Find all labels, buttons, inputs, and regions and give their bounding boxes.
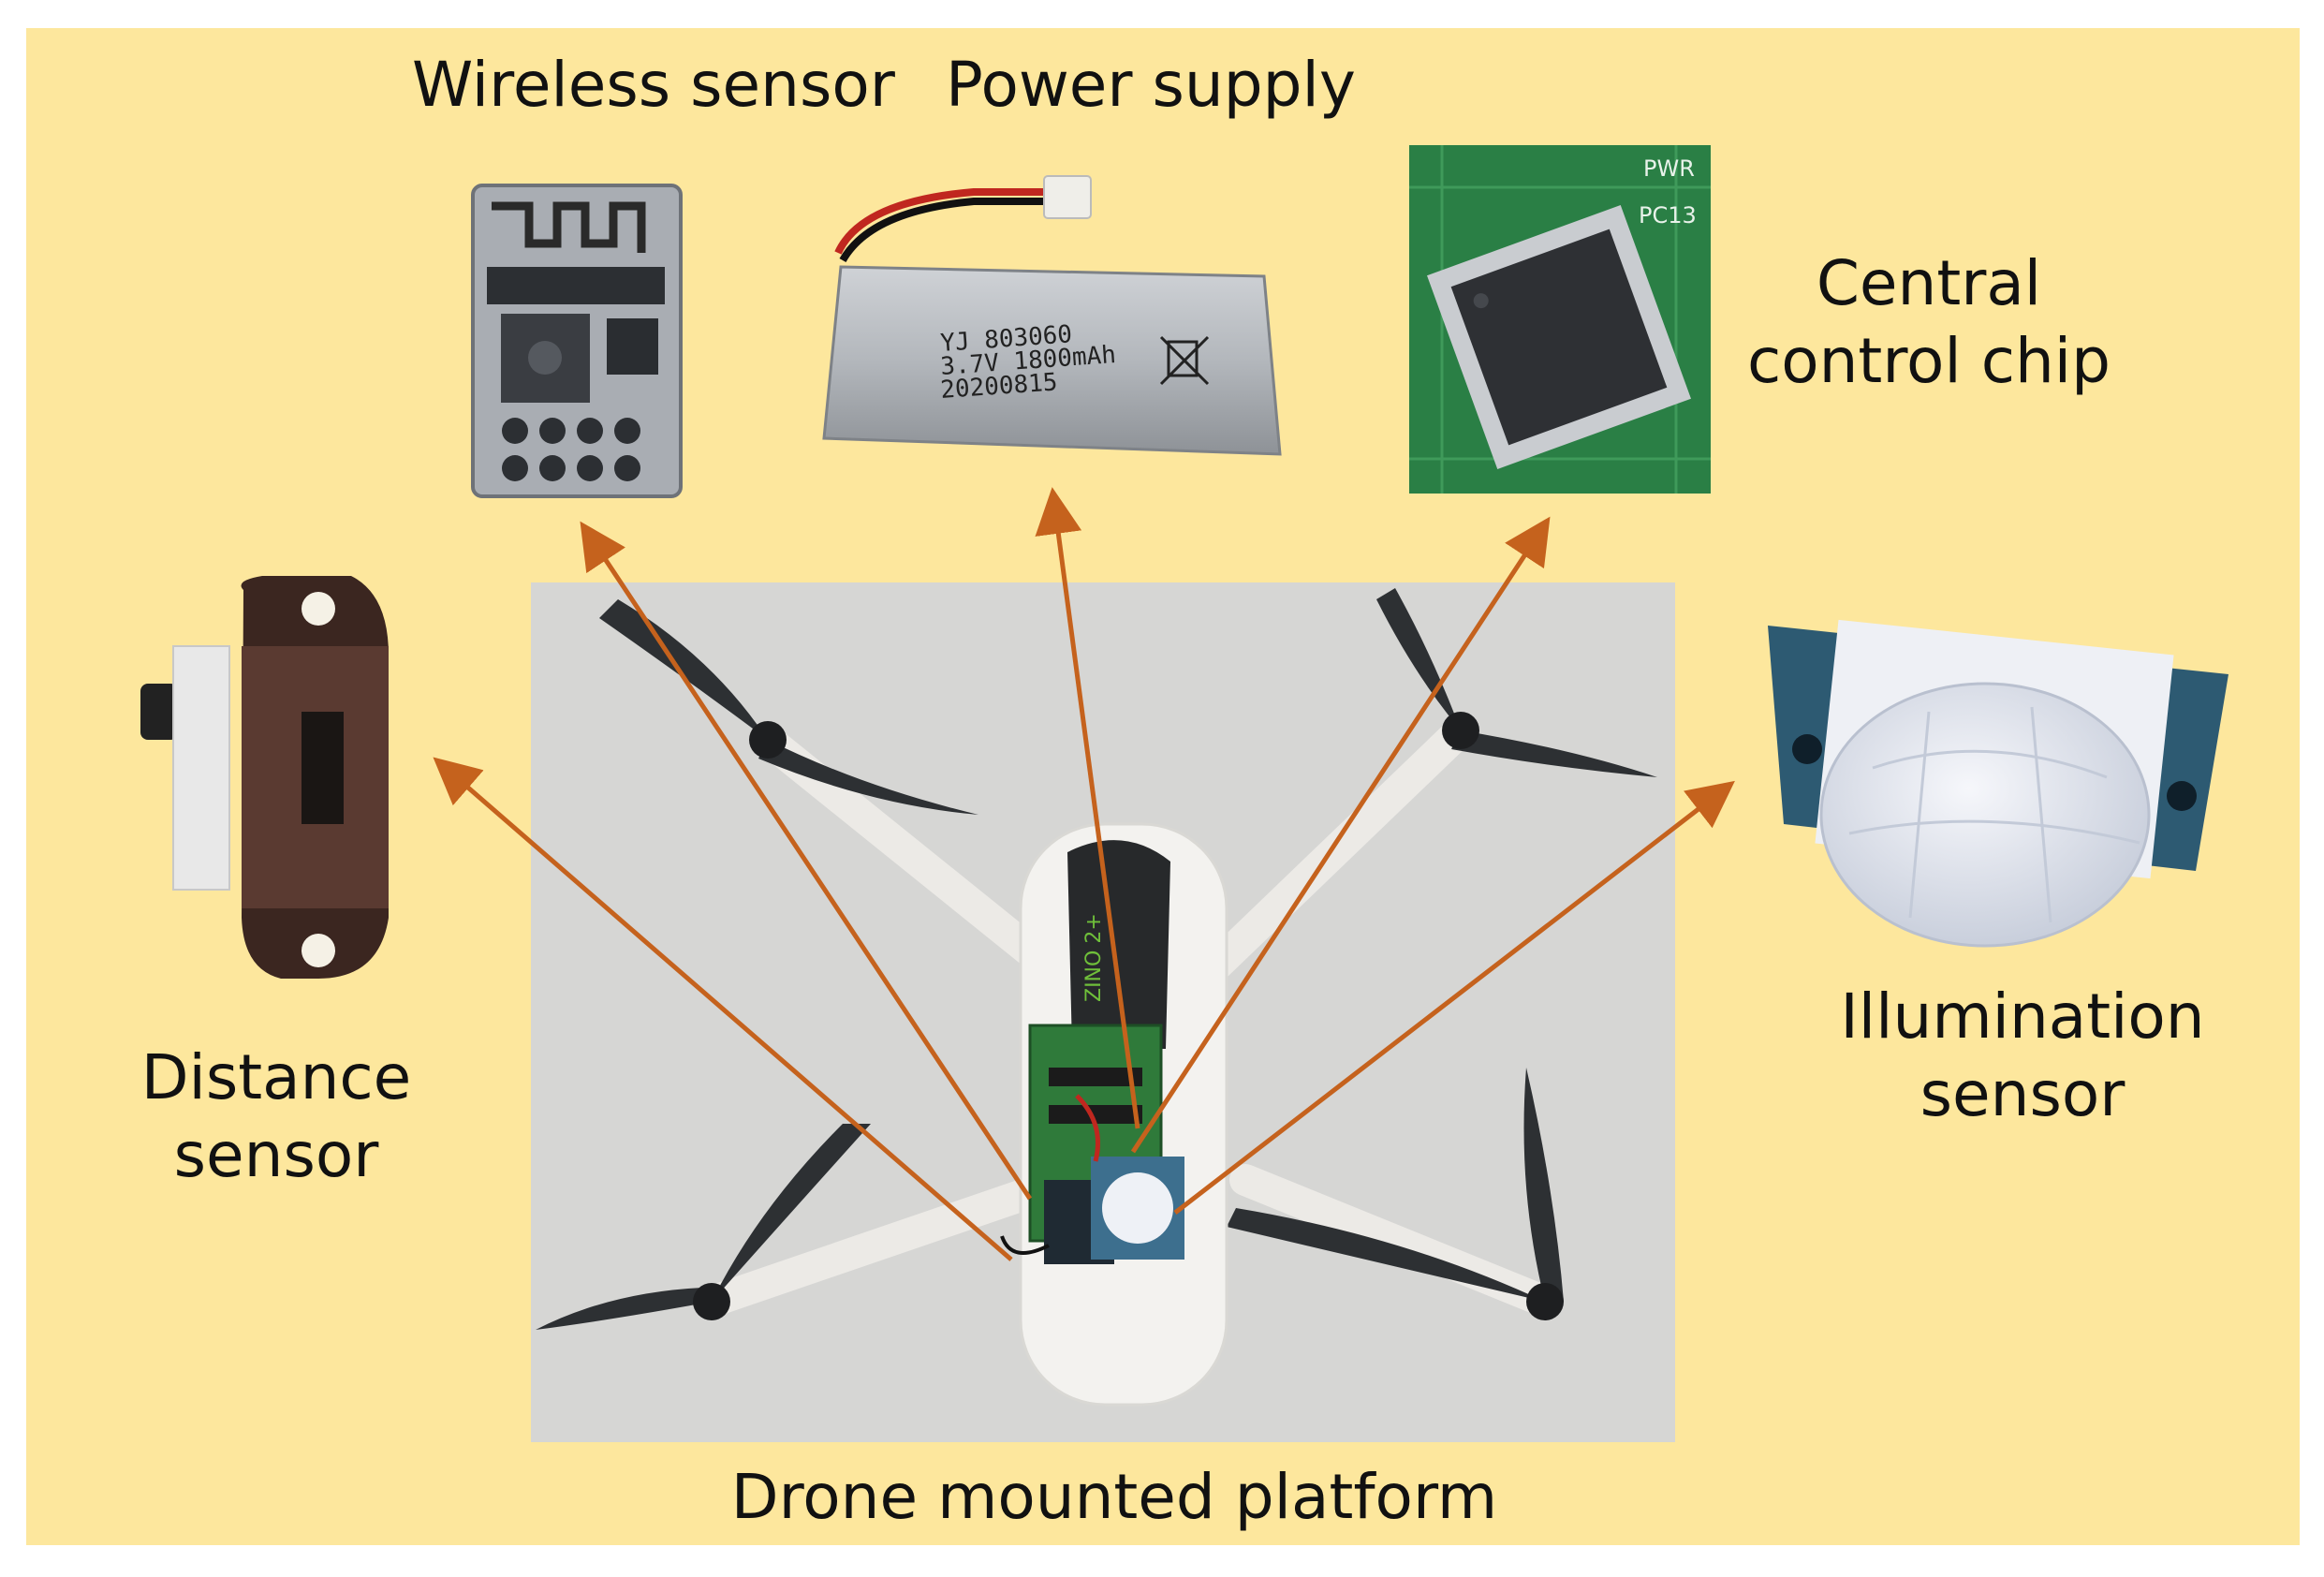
label-wireless-sensor: Wireless sensor: [412, 49, 895, 121]
pcb-pc13-text: PC13: [1639, 202, 1697, 228]
label-central-line1: Central: [1816, 247, 2042, 319]
label-distance-line2: sensor: [173, 1118, 379, 1191]
label-illumination-line2: sensor: [1920, 1057, 2125, 1130]
wireless-sensor-photo: [471, 184, 683, 498]
label-distance-sensor: Distance sensor: [117, 1039, 435, 1194]
arrow-to-wireless-sensor: [580, 521, 1033, 1201]
label-illumination-sensor: Illumination sensor: [1817, 979, 2228, 1133]
arrow-to-illumination-sensor: [1173, 780, 1735, 1215]
label-central-control-chip: Central control chip: [1732, 245, 2125, 400]
drone-brand-text: ZINO 2+: [1082, 913, 1106, 1002]
illumination-sensor-photo: [1768, 619, 2228, 948]
pcb-pwr-text: PWR: [1643, 155, 1695, 182]
distance-sensor-photo: [140, 576, 389, 979]
arrow-to-central-chip: [1130, 516, 1551, 1154]
label-central-line2: control chip: [1746, 324, 2111, 397]
central-control-chip-photo: PWR PC13: [1409, 145, 1711, 494]
label-drone-platform: Drone mounted platform: [730, 1461, 1498, 1533]
arrows: [433, 487, 1735, 1261]
label-illumination-line1: Illumination: [1840, 980, 2205, 1053]
power-supply-photo: YJ 803060 3.7V 1800mAh 20200815: [822, 175, 1282, 456]
label-power-supply: Power supply: [946, 49, 1356, 121]
arrow-to-power-supply: [1035, 487, 1140, 1129]
arrow-to-distance-sensor: [433, 757, 1013, 1261]
label-distance-line1: Distance: [140, 1041, 412, 1113]
drone-platform-photo: ZINO 2+: [531, 582, 1675, 1442]
